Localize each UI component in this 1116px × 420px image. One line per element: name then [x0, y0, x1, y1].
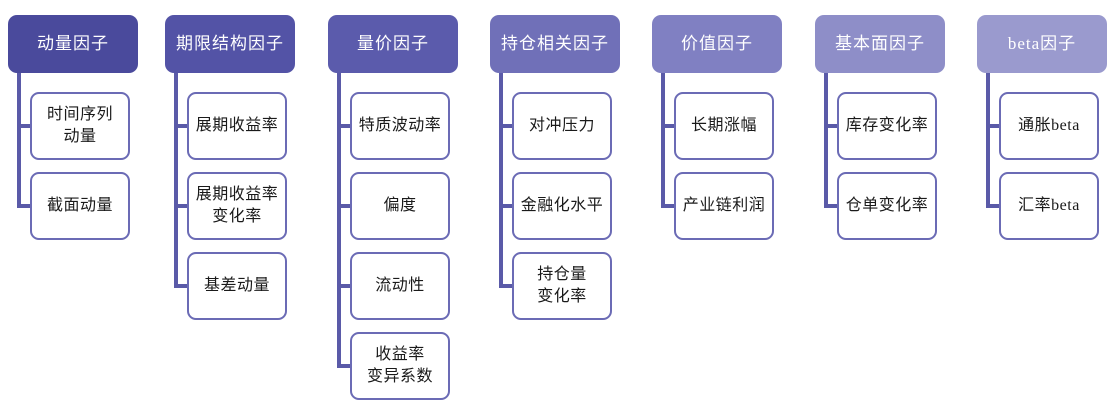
factor-node[interactable]: 汇率beta — [999, 172, 1099, 240]
factor-node[interactable]: 仓单变化率 — [837, 172, 937, 240]
factor-column-fundamental: 基本面因子库存变化率仓单变化率 — [807, 0, 969, 420]
factor-node-label: 偏度 — [383, 197, 417, 215]
connector-trunk-fundamental — [824, 73, 828, 208]
category-header-fundamental[interactable]: 基本面因子 — [815, 15, 945, 73]
category-header-label: 基本面因子 — [835, 33, 925, 53]
connector-stub — [17, 124, 30, 128]
factor-node-label: 仓单变化率 — [845, 197, 929, 215]
factor-node[interactable]: 特质波动率 — [350, 92, 450, 160]
factor-node[interactable]: 金融化水平 — [512, 172, 612, 240]
factor-node[interactable]: 流动性 — [350, 252, 450, 320]
factor-node[interactable]: 持仓量变化率 — [512, 252, 612, 320]
connector-stub — [986, 124, 999, 128]
factor-column-momentum: 动量因子时间序列动量截面动量 — [0, 0, 162, 420]
connector-trunk-value — [661, 73, 665, 208]
category-header-beta[interactable]: beta因子 — [977, 15, 1107, 73]
connector-stub — [499, 124, 512, 128]
factor-node-label: 汇率beta — [1018, 197, 1080, 215]
factor-node-label: 展期收益率 — [195, 117, 279, 135]
factor-node-label: 库存变化率 — [845, 117, 929, 135]
factor-column-value: 价值因子长期涨幅产业链利润 — [644, 0, 806, 420]
factor-node[interactable]: 产业链利润 — [674, 172, 774, 240]
factor-node-label: 金融化水平 — [520, 197, 604, 215]
category-header-label: 持仓相关因子 — [501, 33, 609, 53]
category-header-label: beta因子 — [1007, 33, 1077, 53]
factor-column-volume-price: 量价因子特质波动率偏度流动性收益率变异系数 — [320, 0, 482, 420]
factor-node-label: 持仓量变化率 — [537, 266, 587, 305]
category-header-label: 期限结构因子 — [176, 33, 284, 53]
factor-node[interactable]: 长期涨幅 — [674, 92, 774, 160]
factor-node-label: 时间序列动量 — [46, 106, 113, 145]
factor-node[interactable]: 截面动量 — [30, 172, 130, 240]
category-header-value[interactable]: 价值因子 — [652, 15, 782, 73]
connector-stub — [824, 204, 837, 208]
connector-stub — [661, 124, 674, 128]
category-header-volume-price[interactable]: 量价因子 — [328, 15, 458, 73]
connector-stub — [174, 124, 187, 128]
connector-stub — [986, 204, 999, 208]
factor-node[interactable]: 收益率变异系数 — [350, 332, 450, 400]
connector-stub — [337, 284, 350, 288]
factor-node[interactable]: 对冲压力 — [512, 92, 612, 160]
factor-node[interactable]: 库存变化率 — [837, 92, 937, 160]
category-header-momentum[interactable]: 动量因子 — [8, 15, 138, 73]
factor-node-label: 流动性 — [375, 277, 425, 295]
factor-node-label: 特质波动率 — [358, 117, 442, 135]
factor-column-beta: beta因子通胀beta 汇率beta — [969, 0, 1116, 420]
factor-node[interactable]: 展期收益率 — [187, 92, 287, 160]
category-header-label: 价值因子 — [681, 33, 753, 53]
connector-trunk-beta — [986, 73, 990, 208]
category-header-open-interest[interactable]: 持仓相关因子 — [490, 15, 620, 73]
factor-node-label: 收益率变异系数 — [366, 346, 433, 385]
factor-node[interactable]: 展期收益率变化率 — [187, 172, 287, 240]
connector-stub — [824, 124, 837, 128]
factor-node[interactable]: 通胀beta — [999, 92, 1099, 160]
factor-node-label: 长期涨幅 — [690, 117, 757, 135]
category-header-label: 动量因子 — [37, 33, 109, 53]
factor-node[interactable]: 基差动量 — [187, 252, 287, 320]
factor-node-label: 产业链利润 — [682, 197, 766, 215]
factor-column-term-structure: 期限结构因子展期收益率展期收益率变化率基差动量 — [157, 0, 319, 420]
factor-node[interactable]: 时间序列动量 — [30, 92, 130, 160]
factor-node-label: 展期收益率变化率 — [195, 186, 279, 225]
factor-node-label: 对冲压力 — [528, 117, 595, 135]
connector-trunk-open-interest — [499, 73, 503, 288]
connector-stub — [337, 124, 350, 128]
connector-stub — [337, 364, 350, 368]
factor-column-open-interest: 持仓相关因子对冲压力金融化水平持仓量变化率 — [482, 0, 644, 420]
connector-stub — [337, 204, 350, 208]
factor-node-label: 基差动量 — [203, 277, 270, 295]
factor-node-label: 通胀beta — [1018, 117, 1080, 135]
factor-node[interactable]: 偏度 — [350, 172, 450, 240]
connector-trunk-momentum — [17, 73, 21, 208]
connector-stub — [174, 284, 187, 288]
connector-trunk-volume-price — [337, 73, 341, 368]
connector-stub — [17, 204, 30, 208]
connector-stub — [499, 284, 512, 288]
factor-node-label: 截面动量 — [46, 197, 113, 215]
connector-stub — [174, 204, 187, 208]
connector-stub — [499, 204, 512, 208]
category-header-label: 量价因子 — [357, 33, 429, 53]
connector-trunk-term-structure — [174, 73, 178, 288]
category-header-term-structure[interactable]: 期限结构因子 — [165, 15, 295, 73]
connector-stub — [661, 204, 674, 208]
